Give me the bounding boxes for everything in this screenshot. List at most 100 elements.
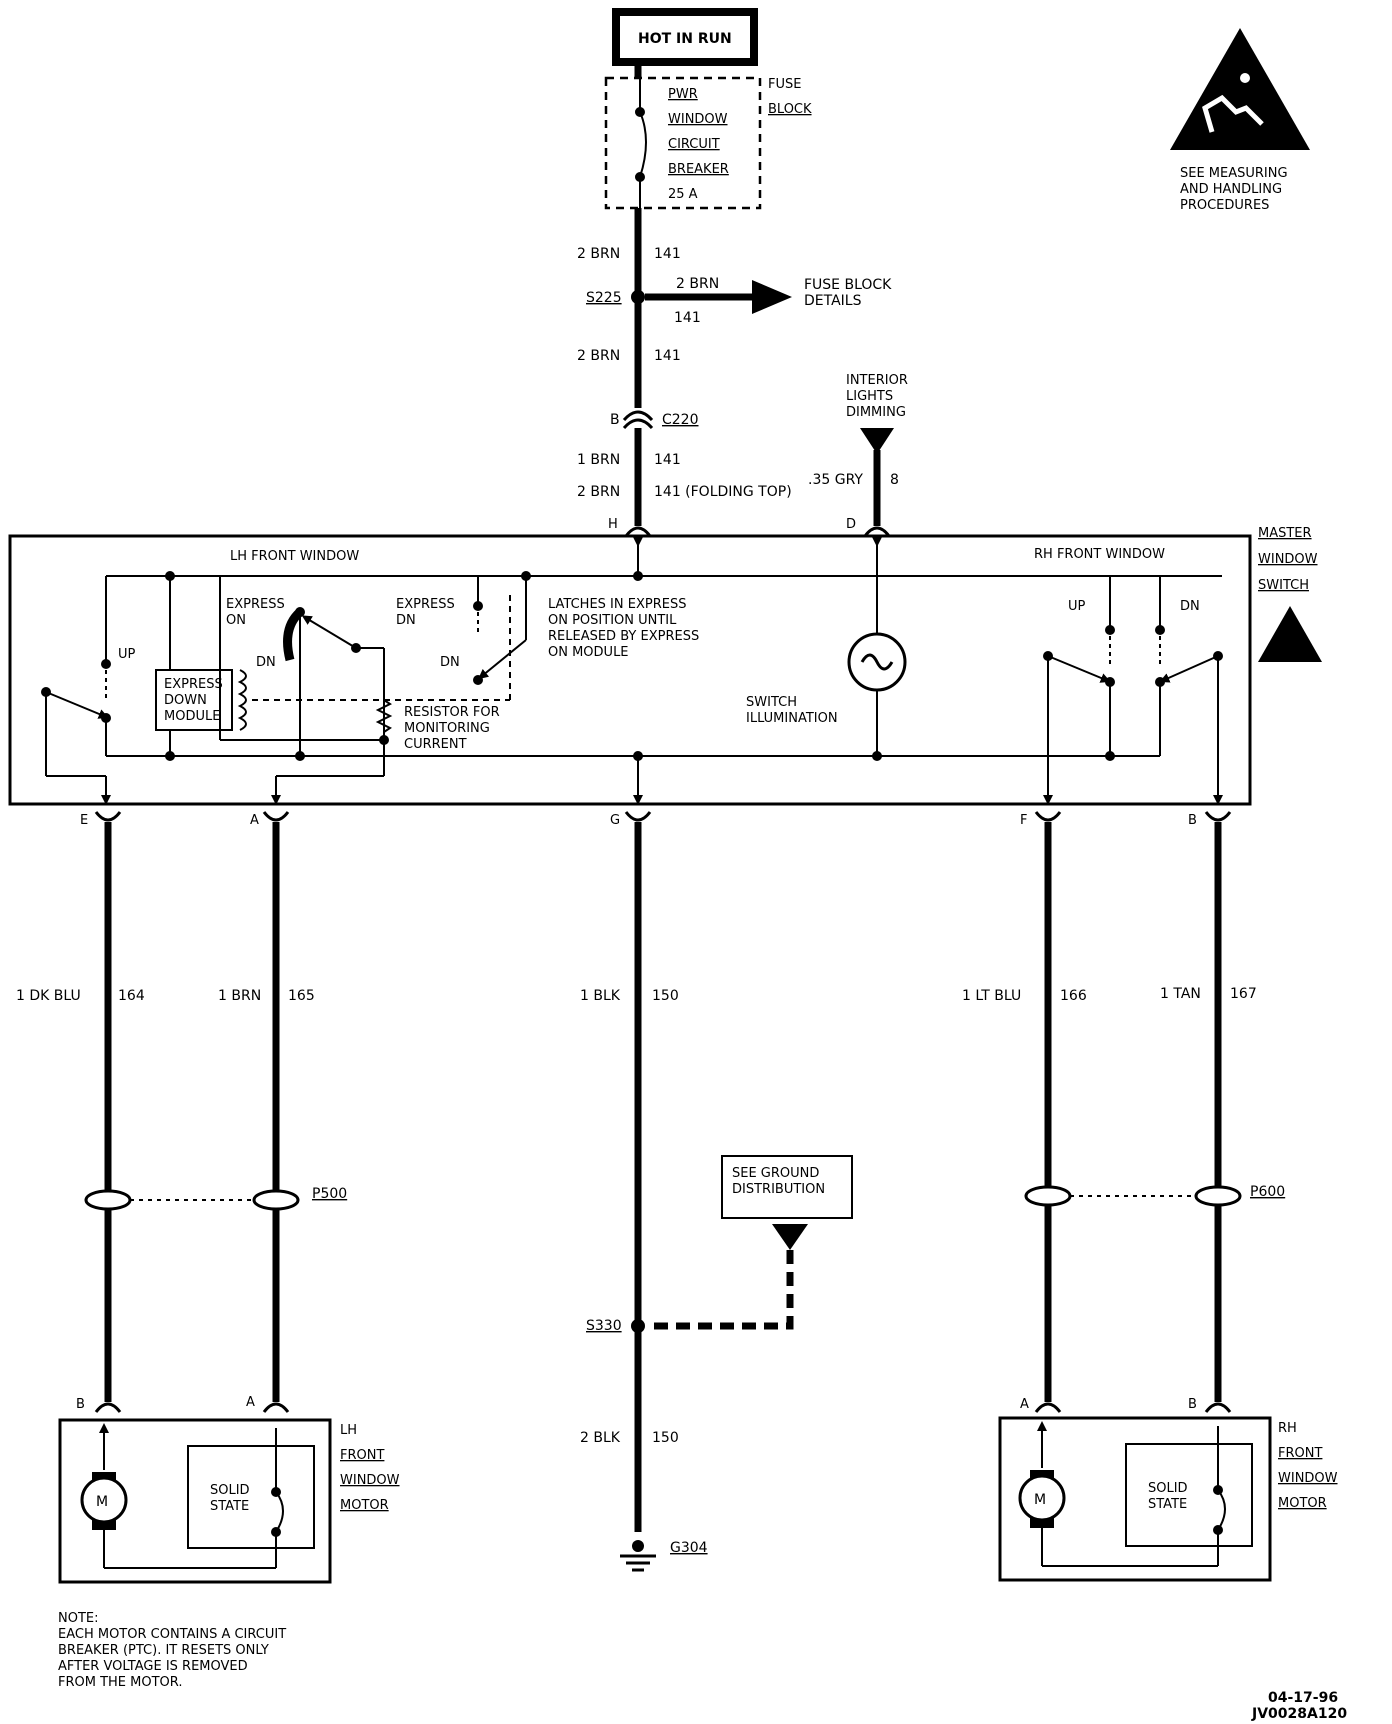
fuse-block-branch: 2 BRN 141 FUSE BLOCK DETAILS [645,276,892,326]
wire-4-circuit: 141 (FOLDING TOP) [654,484,792,500]
ground-distribution: SEE GROUND DISTRIBUTION S330 [586,1155,853,1334]
wire-1-color: 2 BRN [577,246,620,262]
branch-circuit: 141 [674,310,701,326]
wire-166-color: 1 LT BLU [962,988,1021,1004]
pass-through-p600: P600 [1024,1184,1285,1207]
wire-3-color: 1 BRN [577,452,620,468]
branch-target-2: DETAILS [804,293,862,309]
esd-note-3: PROCEDURES [1180,198,1269,213]
fuse-rating: 25 A [668,187,698,202]
rh-solid-1: SOLID [1148,1481,1188,1496]
rh-front-window-title: RH FRONT WINDOW [1034,547,1165,562]
rh-motor-label-4: MOTOR [1278,1496,1327,1511]
esd-note-2: AND HANDLING [1180,182,1282,197]
lh-motor-pin-a: A [246,1395,255,1410]
fuse-line-1: PWR [668,87,698,102]
p600-label: P600 [1250,1184,1285,1200]
fuse-line-2: WINDOW [668,112,728,127]
code-id: JV0028A120 [1251,1706,1347,1722]
lh-front-window-title: LH FRONT WINDOW [230,549,359,564]
master-switch-box [8,534,1252,806]
pin-g: G [610,813,620,828]
esd-note-1: SEE MEASURING [1180,166,1288,181]
s225-label: S225 [586,290,622,306]
master-switch-bottom-pins: E A G F B [80,811,1232,828]
esd-warning-icon: SEE MEASURING AND HANDLING PROCEDURES [1170,28,1310,213]
illumination-1: SWITCH [746,695,797,710]
connector-c220: B C220 [610,410,699,526]
wire-150-circuit: 150 [652,988,679,1004]
master-switch-internals: UP EXPRESS DOWN MODULE DN EXPRESS ON RES… [41,537,1223,805]
motor-note: NOTE: EACH MOTOR CONTAINS A CIRCUIT BREA… [58,1611,286,1690]
interior-wire-color: .35 GRY [808,472,863,488]
note-1: NOTE: [58,1611,99,1626]
hot-in-run-box: HOT IN RUN [612,8,758,66]
ground-dist-2: DISTRIBUTION [732,1182,825,1197]
wire-4-color: 2 BRN [577,484,620,500]
ground-symbol-g304: G304 [620,1540,708,1572]
express-on-2: ON [226,613,246,628]
latch-note-2: ON POSITION UNTIL [548,613,677,628]
diagram-code: 04-17-96 JV0028A120 [1251,1690,1347,1722]
note-2: EACH MOTOR CONTAINS A CIRCUIT [58,1627,286,1642]
rh-motor-m: M [1034,1492,1046,1508]
splice-s225: S225 [586,290,645,306]
wire-167-circuit: 167 [1230,986,1257,1002]
lh-motor-pin-b: B [76,1397,85,1412]
interior-lights-1: INTERIOR [846,373,908,388]
pin-e: E [80,813,88,828]
latch-note-3: RELEASED BY EXPRESS [548,629,699,644]
fuse-line-4: BREAKER [668,162,729,177]
pass-through-p500: P500 [84,1186,347,1211]
master-label-1: MASTER [1258,526,1312,541]
interior-wire-circuit: 8 [890,472,899,488]
lh-dn-label: DN [256,655,276,670]
wire-167-color: 1 TAN [1160,986,1201,1002]
note-4: AFTER VOLTAGE IS REMOVED [58,1659,248,1674]
ground-wire-circuit: 150 [652,1430,679,1446]
rh-motor-pin-a: A [1020,1397,1029,1412]
fuse-block: PWR WINDOW CIRCUIT BREAKER 25 A FUSE BLO… [604,76,812,210]
fuse-block-label-1: FUSE [768,77,801,92]
module-2: DOWN [164,693,207,708]
lh-motor-label-4: MOTOR [340,1498,389,1513]
ground-dist-1: SEE GROUND [732,1166,819,1181]
rh-front-window-motor: A B M SOLID STATE RH FRONT WINDOW MOTOR [998,1397,1338,1582]
resistor-note-3: CURRENT [404,737,467,752]
interior-lights-2: LIGHTS [846,389,893,404]
note-3: BREAKER (PTC). IT RESETS ONLY [58,1643,269,1658]
wire-1-circuit: 141 [654,246,681,262]
lh-front-window-motor: B A M SOLID STATE LH FRONT WINDOW MOTOR [58,1395,400,1584]
illumination-2: ILLUMINATION [746,711,838,726]
wire-165-color: 1 BRN [218,988,261,1004]
pin-d: D [846,517,856,532]
pin-a: A [250,813,259,828]
pin-b: B [1188,813,1197,828]
rh-motor-pin-b: B [1188,1397,1197,1412]
module-3: MODULE [164,709,220,724]
rh-motor-label-3: WINDOW [1278,1471,1338,1486]
module-1: EXPRESS [164,677,223,692]
express-dn-1: EXPRESS [396,597,455,612]
rh-dn-label: DN [1180,599,1200,614]
pin-h: H [608,517,618,532]
rh-solid-2: STATE [1148,1497,1187,1512]
interior-lights-3: DIMMING [846,405,906,420]
resistor-note-2: MONITORING [404,721,490,736]
wire-150-color: 1 BLK [580,988,621,1004]
lh-motor-m: M [96,1494,108,1510]
wire-164-color: 1 DK BLU [16,988,81,1004]
master-label-2: WINDOW [1258,552,1318,567]
s330-label: S330 [586,1318,622,1334]
lh-solid-2: STATE [210,1499,249,1514]
wire-166-circuit: 166 [1060,988,1087,1004]
note-5: FROM THE MOTOR. [58,1675,182,1690]
wire-3-circuit: 141 [654,452,681,468]
rh-motor-label-2: FRONT [1278,1446,1322,1461]
interior-lights-feed: INTERIOR LIGHTS DIMMING .35 GRY 8 [808,373,908,526]
code-date: 04-17-96 [1268,1690,1338,1706]
wire-165-circuit: 165 [288,988,315,1004]
hot-in-run-label: HOT IN RUN [638,31,732,47]
latch-note-4: ON MODULE [548,645,629,660]
